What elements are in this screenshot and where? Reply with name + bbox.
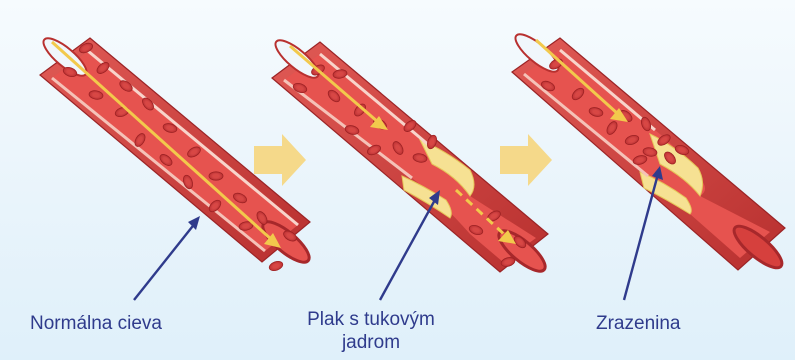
- pointer-line: [380, 198, 436, 300]
- label-plaque: Plak s tukovým jadrom: [296, 308, 446, 354]
- pointer-line: [134, 222, 196, 300]
- label-plaque-line1: Plak s tukovým: [296, 308, 446, 331]
- blood-cell: [268, 260, 284, 273]
- blood-cell: [209, 172, 223, 180]
- vessel-clot: [511, 29, 788, 274]
- label-clot: Zrazenina: [596, 312, 681, 335]
- pointer-line: [624, 174, 658, 300]
- flow-arrow: [52, 42, 281, 248]
- label-normal-vessel: Normálna cieva: [30, 312, 162, 335]
- stage-arrow-icon: [254, 134, 306, 186]
- label-plaque-line2: jadrom: [296, 331, 446, 354]
- stage-arrow-icon: [500, 134, 552, 186]
